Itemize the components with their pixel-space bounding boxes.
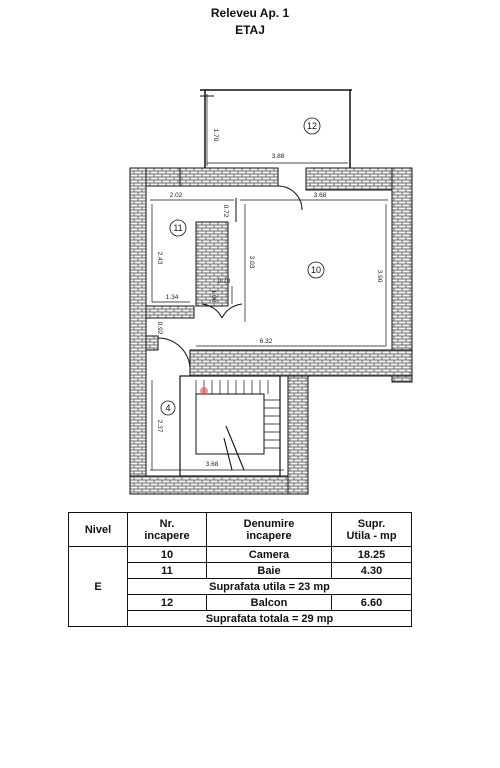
table-row: 11 Baie 4.30 [69,562,412,579]
dimension-lines [150,94,388,471]
watermark-dot [200,387,208,395]
room-12-label: 12 [307,121,317,131]
dim-top-small: 0.72 [222,205,229,218]
dim-door-height: 1.00 [210,290,217,303]
row-area: 4.30 [331,562,412,579]
dim-stair-width: 3.68 [206,461,219,468]
dim-bath-width: 2.02 [170,192,183,199]
dim-room10-height: 3.90 [376,270,383,283]
row-nr: 10 [127,546,207,563]
row-nr: 12 [127,594,207,611]
dim-stair-height: 2.37 [156,420,163,433]
dim-balcony-width: 3.88 [272,153,285,160]
area-table: Nivel Nr. incapere Denumire incapere Sup… [68,512,412,627]
dim-middle-height: 3.03 [248,256,255,269]
total-row: Suprafata totala = 29 mp [69,610,412,627]
bath-door-swing [201,303,243,319]
row-area: 6.60 [331,594,412,611]
room-10-marker [307,261,325,279]
total-cell: Suprafata totala = 29 mp [127,610,412,627]
staircase [179,375,281,477]
entry-door-swing [277,185,303,211]
header-suprafata: Supr. Utila - mp [331,512,412,547]
row-name: Camera [206,546,332,563]
room-12-marker [303,117,321,135]
nivel-cell: E [68,546,128,627]
header-nr-line1: Nr. [159,517,175,530]
dim-balcony-height: 1.70 [212,129,219,142]
subtotal-row: Suprafata utila = 23 mp [69,578,412,595]
dim-door-width: 0.78 [218,278,231,285]
dim-bath-bottom: 1.34 [166,294,179,301]
dim-room10-bottom: 6.32 [260,338,273,345]
hall-door-swing [157,337,191,369]
table-row: E 10 Camera 18.25 [68,546,412,627]
row-area: 18.25 [331,546,412,563]
subtotal-cell: Suprafata utila = 23 mp [127,578,412,595]
room-4-label: 4 [165,403,170,413]
header-denumire: Denumire incapere [206,512,332,547]
row-name: Balcon [206,594,332,611]
header-nivel: Nivel [68,512,128,547]
row-nr: 11 [127,562,207,579]
dim-room10-top: 3.68 [314,192,327,199]
room-4-marker [160,400,176,416]
header-den-line1: Denumire [243,517,295,530]
header-supr-line1: Supr. [357,517,386,530]
room-11-marker [169,219,187,237]
balcony-outline [200,89,352,168]
table-header-row: Nivel Nr. incapere Denumire incapere Sup… [68,512,412,547]
plan-subtitle: ETAJ [235,23,265,37]
outer-walls [129,167,413,495]
row-name: Baie [206,562,332,579]
dim-small-left: 0.92 [156,322,163,335]
room-10-label: 10 [311,265,321,275]
plan-title: Releveu Ap. 1 [210,6,290,20]
table-row: 12 Balcon 6.60 [69,594,412,611]
header-den-line2: incapere [246,529,292,542]
header-nr: Nr. incapere [127,512,207,547]
header-nr-line2: incapere [144,529,190,542]
floor-plan: 12 4 11 10 [129,89,413,495]
dim-bath-height: 2.43 [156,252,163,265]
header-supr-line2: Utila - mp [346,529,397,542]
room-11-label: 11 [173,223,182,233]
